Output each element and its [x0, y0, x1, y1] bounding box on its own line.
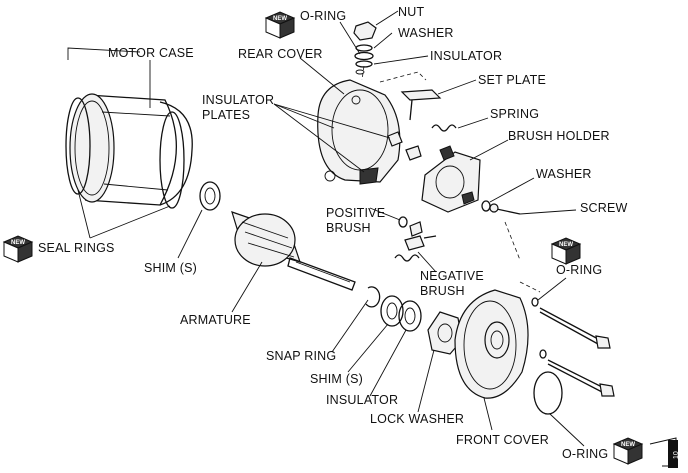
- label-washer-top: WASHER: [398, 26, 454, 40]
- label-washer-mid: WASHER: [536, 167, 592, 181]
- label-positive-brush-1: POSITIVE: [326, 206, 385, 220]
- label-o-ring-bottom: O-RING: [562, 447, 608, 461]
- through-bolt-lower: [547, 359, 615, 397]
- armature: [231, 211, 356, 291]
- label-rear-cover: REAR COVER: [238, 47, 323, 61]
- motor-case: [65, 93, 193, 209]
- guide-1: [379, 71, 427, 83]
- set-plate: [400, 89, 442, 121]
- insulator-lower: [398, 300, 422, 332]
- label-front-cover: FRONT COVER: [456, 433, 549, 447]
- label-insulator-top: INSULATOR: [430, 49, 502, 63]
- motor-case-bracket: [67, 47, 141, 60]
- label-o-ring-right: O-RING: [556, 263, 602, 277]
- new-badge-top: NEW: [264, 11, 296, 39]
- o-ring-right-part-2: [539, 349, 547, 359]
- insulator-plate-1: [387, 131, 403, 147]
- label-shim-upper: SHIM (S): [144, 261, 197, 275]
- new-badge-left: NEW: [2, 235, 34, 263]
- insulator-plate-2: [405, 145, 422, 161]
- label-set-plate: SET PLATE: [478, 73, 546, 87]
- guide-3: [519, 281, 541, 293]
- label-spring: SPRING: [490, 107, 539, 121]
- label-insulator-plates-2: PLATES: [202, 108, 250, 122]
- new-badge-right: NEW: [550, 237, 582, 265]
- label-insulator-plates-1: INSULATOR: [202, 93, 274, 107]
- label-motor-case: MOTOR CASE: [108, 46, 194, 60]
- front-cover: [454, 289, 529, 399]
- shim-upper: [199, 181, 221, 211]
- spring: [431, 124, 457, 132]
- shim-lower: [380, 295, 404, 327]
- svg-text:NEW: NEW: [559, 242, 573, 248]
- snap-ring: [365, 286, 381, 308]
- o-ring-bottom-part: [533, 371, 563, 415]
- new-badge-bottom: NEW: [612, 437, 644, 465]
- label-seal-rings: SEAL RINGS: [38, 241, 115, 255]
- svg-text:NEW: NEW: [11, 240, 25, 246]
- rear-cover: [317, 79, 401, 185]
- corner-page-mark: 10: [649, 437, 680, 468]
- corner-mark-text: 10: [673, 451, 680, 459]
- through-bolt-upper: [539, 307, 611, 349]
- label-o-ring-top: O-RING: [300, 9, 346, 23]
- label-screw: SCREW: [580, 201, 628, 215]
- svg-text:NEW: NEW: [273, 16, 287, 22]
- guide-2: [504, 221, 521, 261]
- label-negative-brush-2: BRUSH: [420, 284, 465, 298]
- leader-lines: [77, 10, 585, 447]
- negative-brush: [394, 235, 437, 262]
- brush-holder: [421, 145, 481, 213]
- label-positive-brush-2: BRUSH: [326, 221, 371, 235]
- positive-brush: [398, 216, 423, 237]
- stack-guide: [361, 65, 365, 81]
- label-negative-brush-1: NEGATIVE: [420, 269, 484, 283]
- label-insulator-lower: INSULATOR: [326, 393, 398, 407]
- label-lock-washer: LOCK WASHER: [370, 412, 464, 426]
- washer-mid: [481, 200, 491, 212]
- label-nut: NUT: [398, 5, 424, 19]
- nut-stack: [353, 21, 377, 75]
- label-snap-ring: SNAP RING: [266, 349, 336, 363]
- o-ring-right-part: [531, 297, 539, 307]
- label-brush-holder: BRUSH HOLDER: [508, 129, 610, 143]
- label-shim-lower: SHIM (S): [310, 372, 363, 386]
- label-armature: ARMATURE: [180, 313, 251, 327]
- svg-text:NEW: NEW: [621, 442, 635, 448]
- screw: [489, 203, 521, 215]
